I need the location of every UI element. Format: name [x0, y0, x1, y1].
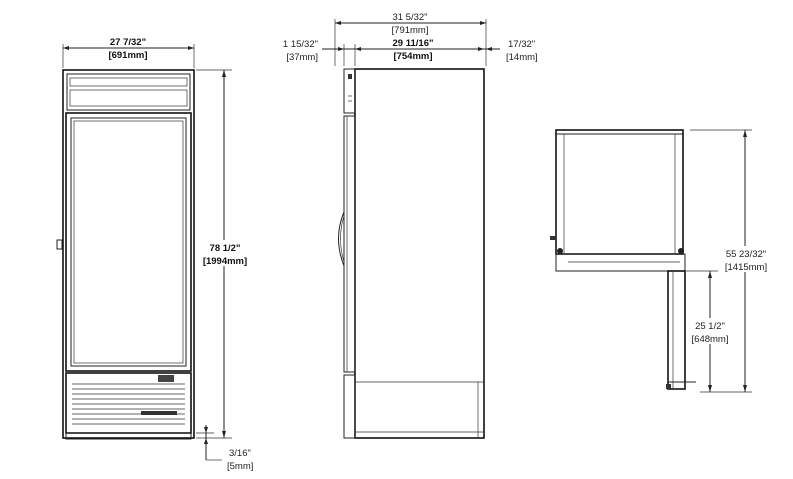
swing-depth-dimension: 25 1/2" [648mm]	[686, 270, 734, 392]
front-control-box	[158, 375, 174, 382]
top-view-cabinet	[555, 129, 684, 255]
front-cabinet-outline	[62, 69, 195, 439]
door-swing-view: 55 23/32" [1415mm] 25 1/2" [648mm]	[550, 129, 770, 393]
front-width-in: 27 7/32"	[110, 37, 146, 48]
side-front-offset-mm: [37mm]	[286, 52, 318, 63]
front-height-in: 78 1/2"	[210, 243, 241, 254]
front-foot-mm: [5mm]	[227, 461, 253, 472]
side-view: 31 5/32" [791mm] 29 11/16" [754mm] 1 15/…	[283, 12, 538, 439]
side-body	[354, 68, 485, 439]
side-body-mm: [754mm]	[393, 51, 432, 62]
side-rear-offset-in: 17/32"	[508, 39, 535, 50]
front-width-dimension: 27 7/32" [691mm]	[62, 37, 195, 68]
front-foot-dimension: 3/16" [5mm]	[196, 425, 253, 472]
side-header	[343, 68, 356, 114]
front-height-dimension: 78 1/2" [1994mm]	[196, 69, 250, 439]
front-header-panel	[66, 73, 191, 111]
front-door-glass-inner	[73, 120, 184, 364]
swing-depth-in: 25 1/2"	[695, 321, 725, 332]
front-header-inner	[69, 77, 188, 87]
side-door-handle	[338, 211, 345, 267]
swing-height-mm: [1415mm]	[725, 262, 767, 273]
side-overall-mm: [791mm]	[392, 25, 429, 36]
front-door-handle	[56, 239, 63, 250]
side-base	[343, 374, 356, 439]
front-view: 27 7/32" [691mm] 78 1/2" [1994mm] 3/16" …	[56, 37, 253, 472]
front-foot-in: 3/16"	[229, 448, 251, 459]
front-door	[65, 112, 192, 372]
front-grille-louvers	[72, 383, 185, 425]
side-overall-dimension: 31 5/32" [791mm]	[334, 12, 487, 66]
side-front-offset-in: 1 15/32"	[283, 39, 318, 50]
side-rear-offset-mm: [14mm]	[506, 52, 538, 63]
front-door-glass	[70, 117, 187, 367]
swung-door	[667, 270, 686, 390]
side-door	[343, 115, 356, 373]
front-header-inner-2	[69, 89, 188, 107]
front-height-mm: [1994mm]	[203, 256, 247, 267]
side-body-in: 29 11/16"	[393, 38, 434, 49]
front-width-mm: [691mm]	[108, 50, 147, 61]
swing-height-in: 55 23/32"	[726, 249, 766, 260]
swing-depth-mm: [648mm]	[692, 334, 729, 345]
side-overall-in: 31 5/32"	[392, 12, 427, 23]
front-base	[65, 432, 192, 440]
swing-height-dimension: 55 23/32" [1415mm]	[690, 129, 770, 393]
side-body-dimension: 29 11/16" [754mm]	[322, 38, 500, 66]
top-view-base	[555, 253, 686, 272]
front-logo-plate	[141, 411, 177, 415]
